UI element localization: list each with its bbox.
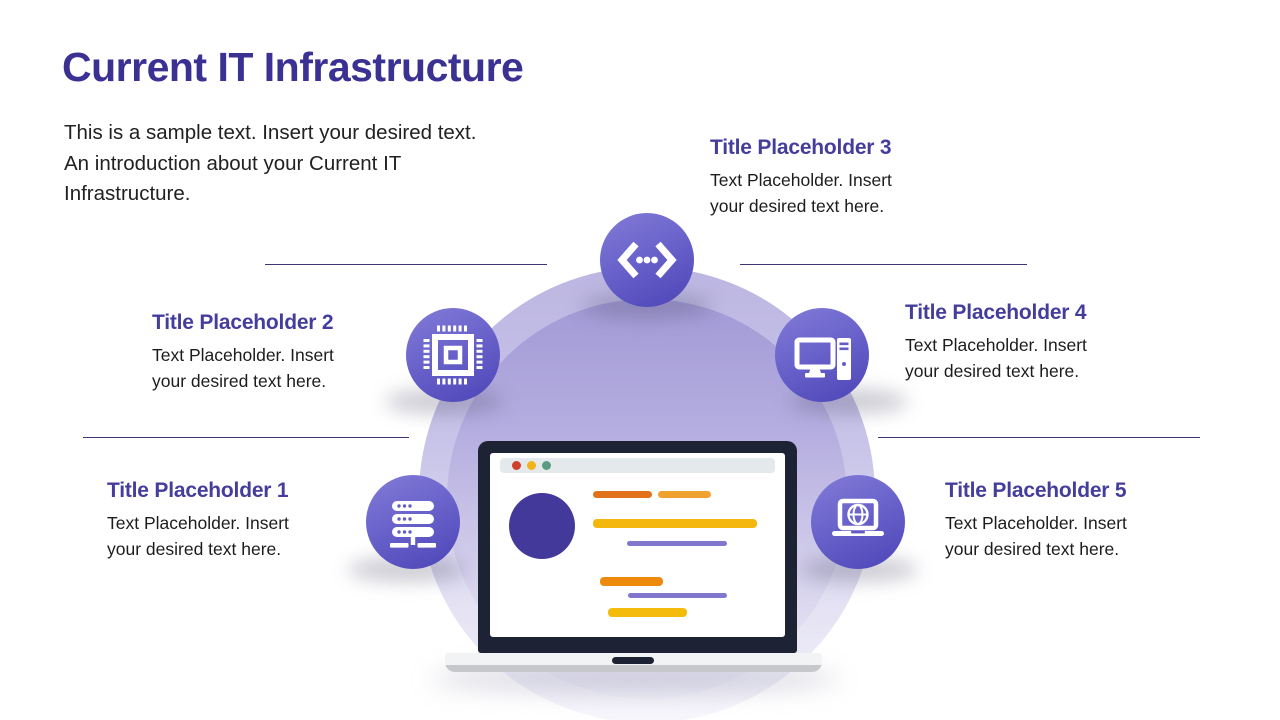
laptop-notch xyxy=(612,657,654,664)
code-icon xyxy=(617,241,677,279)
node-circle-5 xyxy=(811,475,905,569)
server-rack-icon xyxy=(390,501,436,548)
node-circle-3 xyxy=(600,213,694,307)
laptop-illustration xyxy=(478,441,797,653)
placeholder-title: Title Placeholder 4 xyxy=(905,301,1087,324)
divider-line-top-left xyxy=(265,264,547,266)
node-circle-4 xyxy=(775,308,869,402)
screen-bar xyxy=(593,491,652,498)
placeholder-block-3: Title Placeholder 3 Text Placeholder. In… xyxy=(710,136,892,219)
intro-text: This is a sample text. Insert your desir… xyxy=(64,121,477,205)
browser-bar xyxy=(500,458,775,473)
laptop-screen xyxy=(490,453,785,637)
placeholder-block-4: Title Placeholder 4 Text Placeholder. In… xyxy=(905,301,1087,384)
placeholder-body: Text Placeholder. Insert your desired te… xyxy=(905,335,1087,381)
desktop-computer-icon xyxy=(794,337,851,380)
placeholder-block-2: Title Placeholder 2 Text Placeholder. In… xyxy=(152,311,334,394)
screen-bar xyxy=(600,577,663,586)
browser-dot-yellow xyxy=(527,461,536,470)
screen-bar xyxy=(608,608,687,617)
placeholder-title: Title Placeholder 1 xyxy=(107,479,289,502)
placeholder-body: Text Placeholder. Insert your desired te… xyxy=(152,345,334,391)
cpu-chip-icon xyxy=(423,325,483,385)
laptop-globe-icon xyxy=(832,498,884,536)
divider-line-mid-right xyxy=(878,437,1200,439)
page-title: Current IT Infrastructure xyxy=(62,44,524,90)
divider-line-mid-left xyxy=(83,437,409,439)
node-circle-2 xyxy=(406,308,500,402)
placeholder-body: Text Placeholder. Insert your desired te… xyxy=(710,170,892,216)
screen-avatar-circle xyxy=(509,493,575,559)
screen-bar xyxy=(627,541,727,546)
placeholder-block-5: Title Placeholder 5 Text Placeholder. In… xyxy=(945,479,1127,562)
divider-line-top-right xyxy=(740,264,1027,266)
browser-dot-green xyxy=(542,461,551,470)
browser-dot-red xyxy=(512,461,521,470)
placeholder-body: Text Placeholder. Insert your desired te… xyxy=(107,513,289,559)
screen-bar xyxy=(593,519,757,528)
node-circle-1 xyxy=(366,475,460,569)
placeholder-title: Title Placeholder 3 xyxy=(710,136,892,159)
screen-bar xyxy=(628,593,727,598)
placeholder-body: Text Placeholder. Insert your desired te… xyxy=(945,513,1127,559)
screen-bar xyxy=(658,491,711,498)
placeholder-title: Title Placeholder 2 xyxy=(152,311,334,334)
placeholder-title: Title Placeholder 5 xyxy=(945,479,1127,502)
laptop-base xyxy=(445,653,822,672)
placeholder-block-1: Title Placeholder 1 Text Placeholder. In… xyxy=(107,479,289,562)
